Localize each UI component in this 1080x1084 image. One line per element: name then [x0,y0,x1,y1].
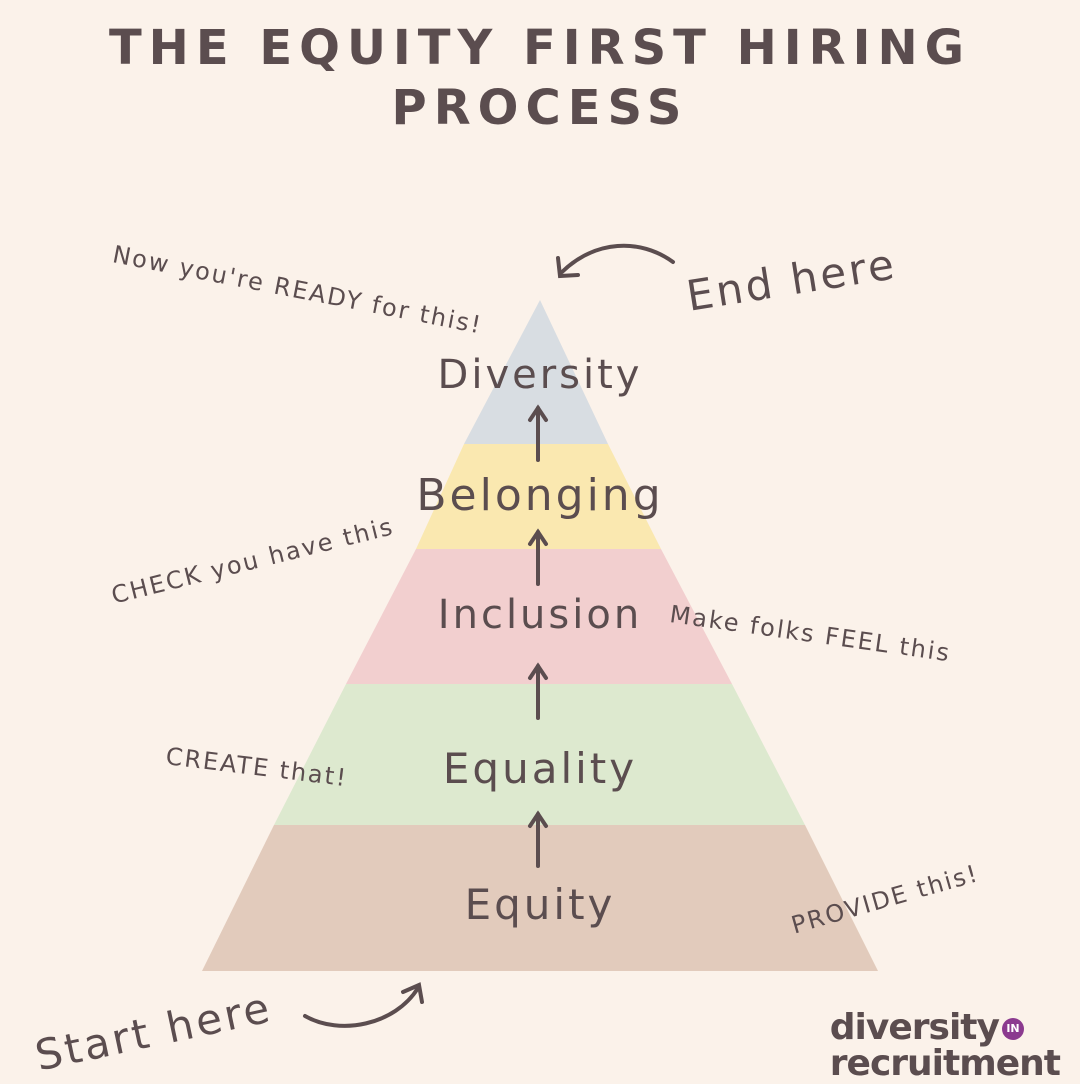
up-arrow-icon [528,810,548,868]
layer-belonging [416,444,661,549]
layer-label-inclusion: Inclusion [437,592,643,638]
logo-line-2: recruitment [829,1043,1061,1084]
layer-inclusion [346,549,732,684]
brand-logo: diversity IN recruitment [829,1007,1061,1084]
layer-label-equality: Equality [442,744,638,793]
up-arrow-icon [528,662,548,720]
layer-label-equity: Equity [464,880,616,929]
layer-label-belonging: Belonging [416,470,664,521]
layer-equality [274,684,805,825]
logo-line-1: diversity [829,1007,1000,1048]
title-line-1: THE EQUITY FIRST HIRING [108,20,972,76]
title-line-2: PROCESS [391,80,689,136]
up-arrow-icon [528,404,548,462]
logo-badge-text: IN [1006,1022,1020,1035]
curved-arrow-end-icon [556,243,675,279]
logo-badge-icon: IN [1001,1018,1024,1040]
curved-arrow-start-icon [303,982,424,1028]
layer-label-diversity: Diversity [437,352,643,398]
up-arrow-icon [528,528,548,586]
layer-diversity [464,300,608,444]
layer-equity [202,825,878,971]
